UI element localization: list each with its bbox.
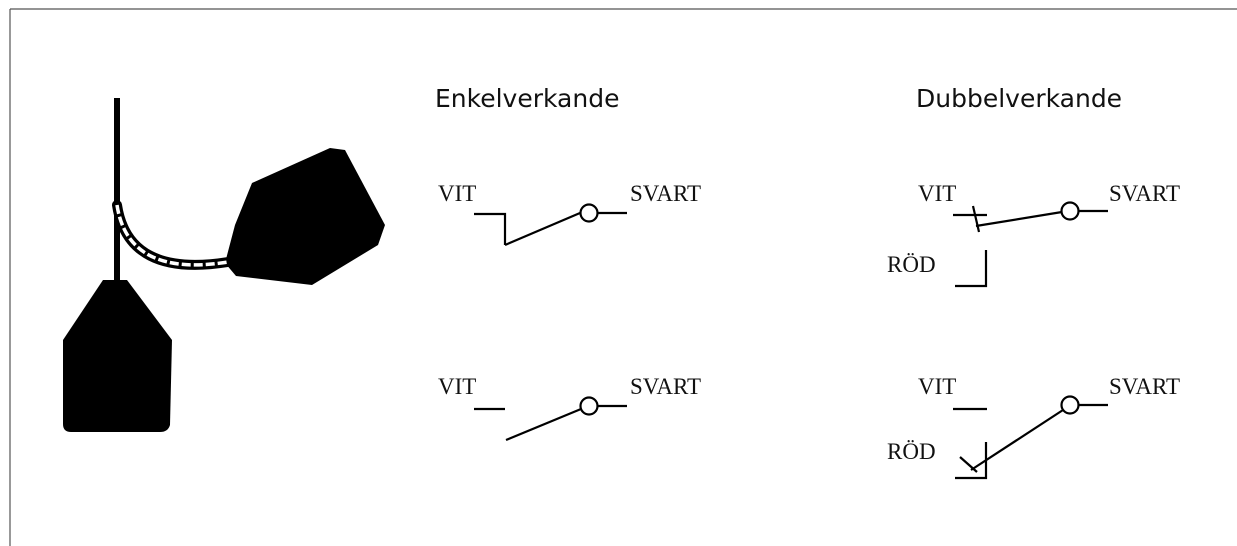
enkelverkande-closed-symbol: VIT SVART bbox=[438, 181, 701, 247]
float-switch-cable bbox=[112, 200, 233, 270]
vit-label: VIT bbox=[918, 181, 956, 206]
vit-label: VIT bbox=[918, 374, 956, 399]
float-switch-icon bbox=[63, 98, 385, 432]
rod-terminal-line bbox=[955, 442, 988, 480]
rod-contact-tick bbox=[959, 456, 978, 473]
switch-arm bbox=[975, 210, 1063, 228]
svart-label: SVART bbox=[1109, 181, 1180, 206]
float-switch-float bbox=[225, 148, 385, 285]
svart-label: SVART bbox=[630, 374, 701, 399]
dubbelverkande-title: Dubbelverkande bbox=[916, 84, 1122, 113]
float-switch-weight bbox=[63, 280, 172, 432]
enkelverkande-open-symbol: VIT SVART bbox=[438, 374, 701, 442]
rod-terminal-line bbox=[955, 250, 988, 288]
pivot-circle bbox=[579, 203, 599, 223]
switch-arm bbox=[970, 409, 1064, 471]
rod-label: RÖD bbox=[887, 252, 936, 277]
dubbelverkande-closed-symbol: VIT SVART RÖD bbox=[887, 181, 1180, 288]
vit-contact-tick bbox=[971, 205, 981, 233]
svart-label: SVART bbox=[630, 181, 701, 206]
dubbelverkande-open-symbol: VIT SVART RÖD bbox=[887, 374, 1180, 480]
rod-label: RÖD bbox=[887, 439, 936, 464]
pivot-circle bbox=[579, 396, 599, 416]
pivot-circle bbox=[1060, 201, 1080, 221]
svart-label: SVART bbox=[1109, 374, 1180, 399]
switch-arm bbox=[505, 407, 582, 442]
pivot-circle bbox=[1060, 395, 1080, 415]
vit-terminal-line bbox=[474, 212, 507, 245]
enkelverkande-title: Enkelverkande bbox=[435, 84, 619, 113]
float-switch-mast bbox=[114, 98, 120, 283]
vit-label: VIT bbox=[438, 181, 476, 206]
vit-label: VIT bbox=[438, 374, 476, 399]
switch-arm bbox=[504, 211, 581, 247]
diagram-frame bbox=[9, 8, 1237, 546]
